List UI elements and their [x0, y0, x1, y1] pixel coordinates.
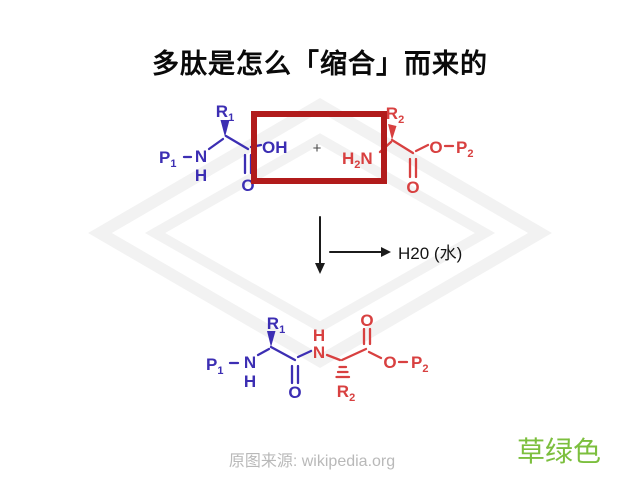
bond [296, 349, 313, 359]
highlight-box [251, 111, 387, 184]
amide-n-label: N [313, 343, 325, 362]
ester-o-label: O [429, 138, 442, 157]
color-note: 草绿色 [516, 436, 601, 467]
dipeptide-residue-1: P1 N H R1 O [206, 314, 313, 402]
bond [390, 138, 415, 155]
wedge-bond [267, 331, 276, 347]
bond [414, 143, 430, 153]
arrowhead-right [381, 247, 391, 257]
plus-sign: + [313, 140, 322, 157]
page-title: 多肽是怎么「缩合」而来的 [152, 49, 488, 79]
wedge-bond [388, 124, 397, 140]
p2-label: P2 [456, 138, 473, 160]
p1-label: P1 [159, 148, 176, 170]
carbonyl-o-label: O [288, 383, 301, 402]
dipeptide-product: P1 N H R1 O H N R2 O O [206, 311, 428, 404]
n-label: N [195, 147, 207, 166]
bond [224, 134, 250, 151]
arrowhead-down [315, 263, 325, 274]
bond [367, 350, 383, 360]
wedge-bond [220, 120, 230, 137]
h-label: H [244, 372, 256, 391]
h2n-label: H2N [342, 149, 373, 171]
amino-acid-2: H2N R2 O O P2 [342, 104, 473, 197]
r2-label: R2 [337, 382, 355, 404]
source-caption: 原图来源: wikipedia.org [228, 453, 396, 470]
water-label: H20 (水) [398, 244, 462, 263]
h-label: H [195, 166, 207, 185]
r2-label: R2 [386, 104, 404, 126]
dipeptide-residue-2: H N R2 O O P2 [313, 311, 429, 404]
amide-h-label: H [313, 326, 325, 345]
ester-o-label: O [383, 353, 396, 372]
bond [269, 345, 297, 362]
carbonyl-o-label: O [360, 311, 373, 330]
reaction-arrow: H20 (水) [315, 216, 462, 274]
r1-label: R1 [216, 102, 234, 124]
r1-label: R1 [267, 314, 285, 336]
bond [256, 347, 271, 357]
p2-label: P2 [411, 353, 428, 375]
bond [340, 347, 368, 362]
bond [207, 137, 225, 151]
p1-label: P1 [206, 355, 223, 377]
n-label: N [244, 353, 256, 372]
bond [325, 353, 342, 362]
oh-label: OH [262, 138, 288, 157]
carbonyl-o-label: O [406, 178, 419, 197]
